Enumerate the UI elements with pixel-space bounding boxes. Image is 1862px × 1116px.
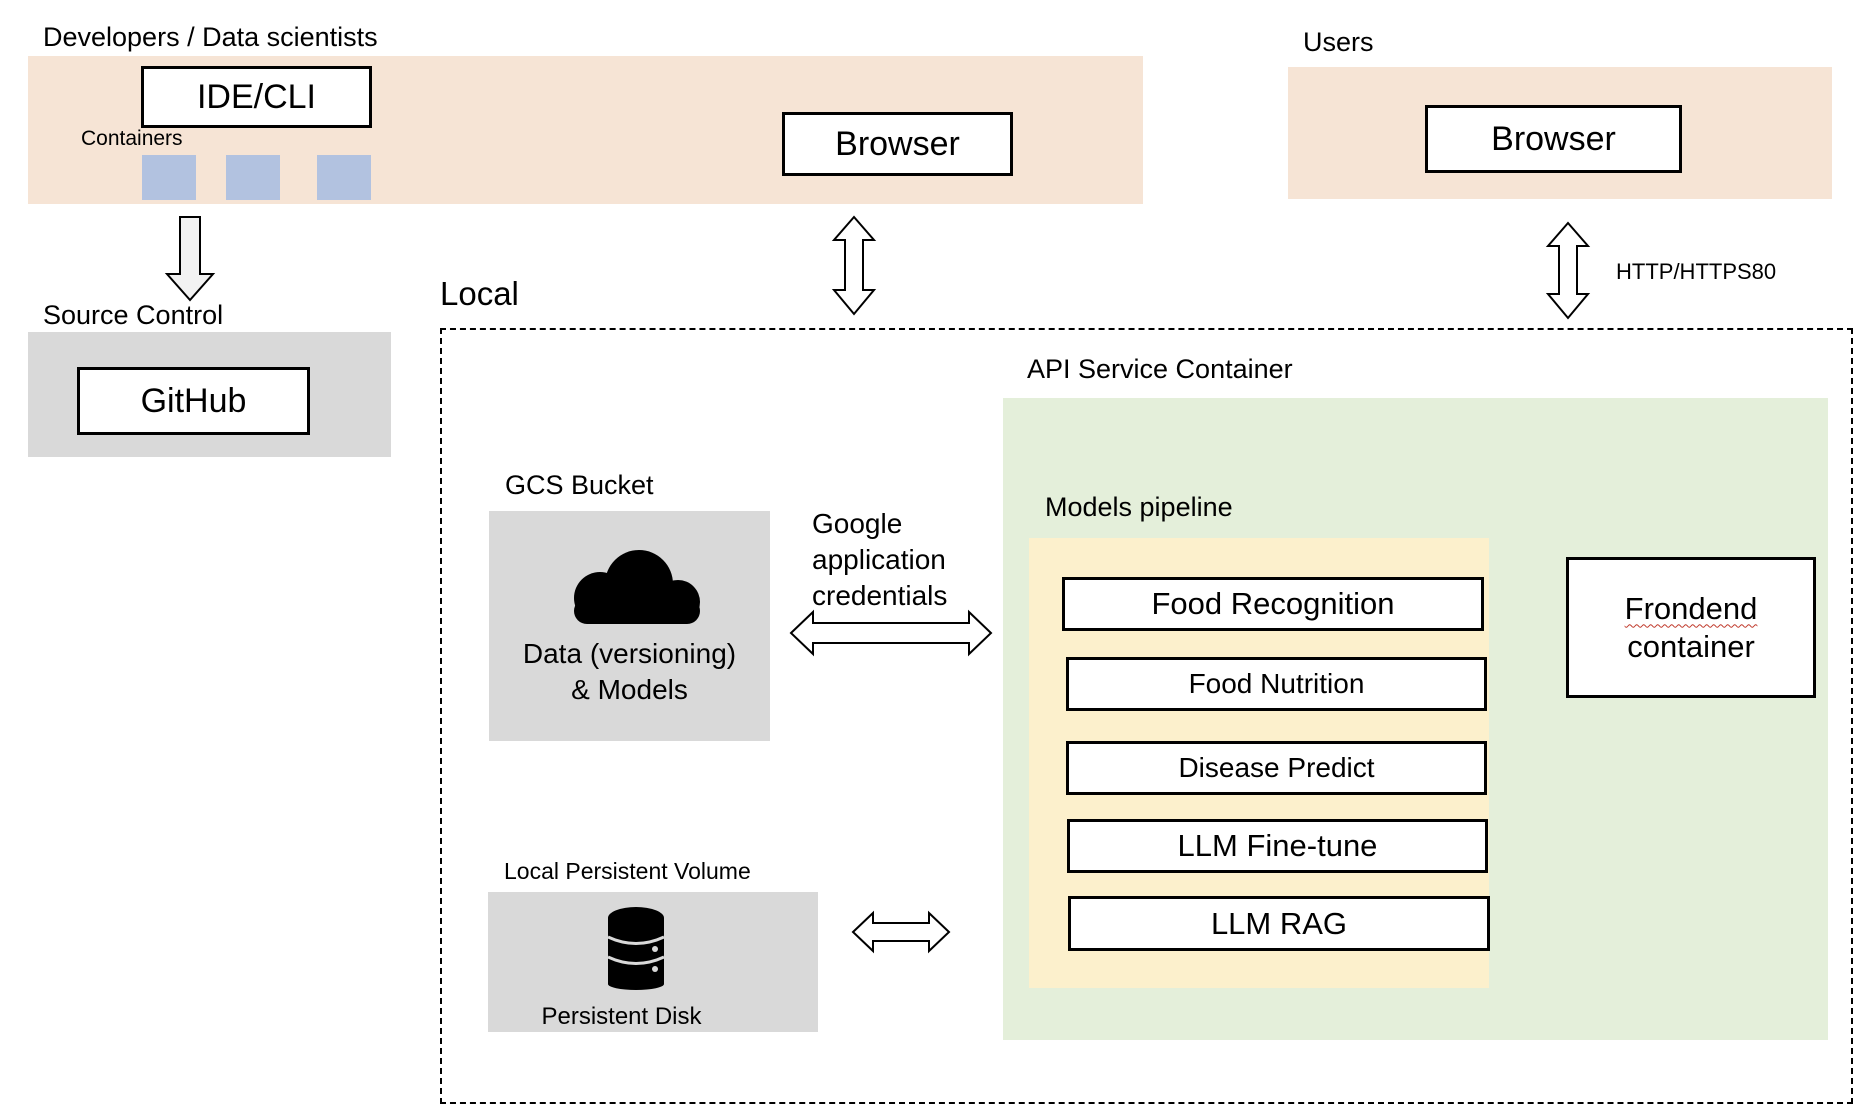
users-title: Users [1303,27,1374,57]
food-nutrition-box[interactable]: Food Nutrition [1066,657,1487,711]
credentials-label: Google application credentials [812,506,947,614]
frontend-container-box[interactable]: Frondend container [1566,557,1816,698]
github-box[interactable]: GitHub [77,367,310,435]
gcs-caption: Data (versioning) & Models [489,636,770,709]
horizontal-double-arrow-icon [789,609,993,657]
gcs-title: GCS Bucket [505,470,654,500]
local-title: Local [440,275,519,312]
ide-cli-box[interactable]: IDE/CLI [141,66,372,128]
cloud-icon [574,550,700,624]
pipeline-title: Models pipeline [1045,492,1233,522]
gcs-caption-line: & Models [571,674,688,706]
disease-predict-box[interactable]: Disease Predict [1066,741,1487,795]
local-boundary [440,328,1853,1104]
source-control-title: Source Control [43,300,224,330]
gcs-panel [489,511,770,741]
food-recognition-box[interactable]: Food Recognition [1062,577,1484,631]
credentials-line: credentials [812,580,948,611]
horizontal-double-arrow-icon [851,910,951,954]
llm-fine-tune-box[interactable]: LLM Fine-tune [1067,819,1488,873]
credentials-line: application [812,544,946,575]
container-chip [317,155,371,200]
protocol-label: HTTP/HTTPS80 [1616,259,1777,284]
container-chip [142,155,196,200]
dev-browser-box[interactable]: Browser [782,112,1013,176]
containers-label: Containers [81,127,183,150]
credentials-line: Google [812,508,903,539]
api-title: API Service Container [1027,354,1293,384]
vertical-double-arrow-icon [831,215,877,316]
volume-title: Local Persistent Volume [504,858,751,884]
container-chip [226,155,280,200]
persistent-disk-label: Persistent Disk [541,1003,702,1030]
gcs-caption-line: Data (versioning) [522,638,737,669]
frontend-line: container [1627,628,1755,664]
database-icon [607,907,665,990]
vertical-double-arrow-icon [1545,221,1591,320]
frontend-line: Frondend [1624,591,1758,627]
user-browser-box[interactable]: Browser [1425,105,1682,173]
llm-rag-box[interactable]: LLM RAG [1068,896,1490,951]
down-arrow-icon [164,216,216,302]
developers-title: Developers / Data scientists [43,22,378,52]
